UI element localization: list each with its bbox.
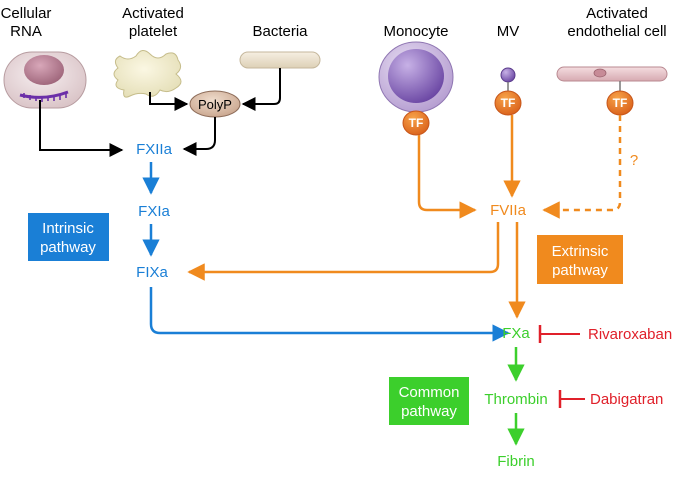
fibrin-label: Fibrin (497, 453, 535, 470)
fixa-label: FIXa (136, 264, 168, 281)
arrow-cellular-rna-to-fxiia (39, 100, 124, 157)
extrinsic-pathway-box (537, 235, 623, 284)
polyp-label: PolyP (198, 97, 232, 112)
fxia-label: FXIa (138, 203, 170, 220)
activated-endothelial-label-line1: Activated (586, 5, 648, 22)
intrinsic-pathway-box (28, 213, 109, 261)
thrombin-label: Thrombin (484, 391, 547, 408)
extrinsic-pathway-line1: Extrinsic (552, 243, 609, 260)
arrow-fviia-to-fixa (187, 222, 500, 281)
bacteria-label: Bacteria (252, 23, 308, 40)
monocyte-icon (378, 41, 454, 113)
dabigatran-label: Dabigatran (590, 391, 663, 408)
mv-tf-icon (494, 90, 522, 116)
common-pathway-line2: pathway (401, 403, 457, 420)
common-pathway-box (389, 377, 469, 425)
intrinsic-pathway-line1: Intrinsic (42, 220, 94, 237)
endothelial-tf-label: TF (613, 96, 628, 110)
intrinsic-pathway-line2: pathway (40, 239, 96, 256)
arrow-bacteria-to-polyp (241, 68, 281, 111)
endothelial-cell-icon (556, 66, 668, 91)
arrow-monocyte-tf-to-fviia (417, 135, 477, 219)
fviia-label: FVIIa (490, 202, 527, 219)
fxa-label: FXa (502, 325, 530, 342)
extrinsic-pathway-line2: pathway (552, 262, 608, 279)
cellular-rna-cell-icon (3, 51, 87, 109)
activated-platelet-label-line1: Activated (122, 5, 184, 22)
cellular-rna-label-line1: Cellular (1, 5, 52, 22)
cellular-rna-label-line2: RNA (10, 23, 42, 40)
arrow-polyp-to-fxiia (182, 117, 216, 156)
common-pathway-line1: Common (399, 384, 460, 401)
rivaroxaban-label: Rivaroxaban (588, 326, 672, 343)
activated-endothelial-label-line2: endothelial cell (567, 23, 666, 40)
rivaroxaban-inhibition-bar (538, 325, 580, 343)
arrow-fixa-to-fxa (149, 287, 510, 342)
dabigatran-inhibition-bar (558, 390, 585, 408)
activated-platelet-icon (113, 50, 182, 98)
monocyte-tf-label: TF (409, 116, 424, 130)
mv-tf-label: TF (501, 96, 516, 110)
arrow-endothelial-tf-to-fviia (542, 115, 622, 219)
mv-icon (500, 67, 516, 91)
unknown-link-question-mark: ? (630, 152, 638, 169)
fxiia-label: FXIIa (136, 141, 173, 158)
bacteria-icon (239, 51, 321, 69)
arrow-platelet-to-polyp (149, 92, 189, 111)
mv-label: MV (497, 23, 520, 40)
activated-platelet-label-line2: platelet (129, 23, 178, 40)
monocyte-tf-icon (402, 110, 430, 136)
monocyte-label: Monocyte (383, 23, 448, 40)
